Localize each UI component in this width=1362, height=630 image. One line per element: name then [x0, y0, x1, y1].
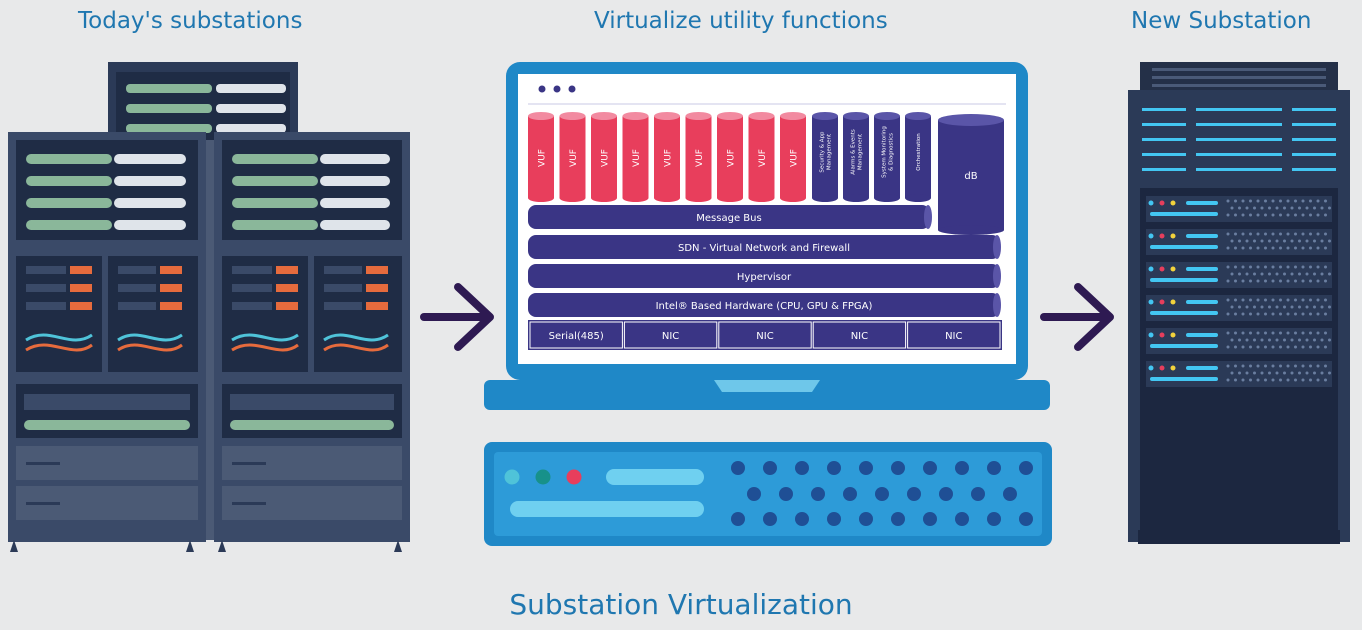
vuf-cylinder: VUF	[559, 112, 586, 202]
led-icon	[1148, 332, 1154, 338]
led-icon	[1159, 332, 1165, 338]
vuf-cylinder: VUF	[780, 112, 806, 202]
rack-unit	[1146, 361, 1332, 387]
led-icon	[1148, 266, 1154, 272]
vuf-label: VUF	[664, 149, 674, 167]
vuf-label: VUF	[538, 149, 548, 167]
header-new-substation: New Substation	[1131, 8, 1312, 34]
window-dot-icon	[538, 85, 546, 93]
rack-unit	[1146, 295, 1332, 321]
vuf-cylinder: VUF	[717, 112, 743, 202]
led-icon	[1148, 299, 1154, 305]
rack-unit	[1146, 229, 1332, 255]
port-label: NIC	[851, 331, 868, 342]
led-icon	[1159, 233, 1165, 239]
port-label: NIC	[662, 331, 679, 342]
layer-hardware: Intel® Based Hardware (CPU, GPU & FPGA)	[528, 293, 1001, 317]
hypervisor-label: Hypervisor	[737, 272, 792, 283]
vuf-cylinder: VUF	[685, 112, 712, 202]
port-cell: NIC	[718, 321, 812, 349]
led-icon	[1170, 233, 1176, 239]
led-icon	[1170, 365, 1176, 371]
hardware-label: Intel® Based Hardware (CPU, GPU & FPGA)	[656, 301, 873, 312]
status-light-icon	[566, 469, 582, 485]
port-label: NIC	[756, 331, 773, 342]
legacy-rack-group	[8, 62, 410, 552]
vuf-label: VUF	[790, 149, 800, 167]
led-icon	[1159, 200, 1165, 206]
port-row: Serial(485) NIC NIC NIC NIC	[528, 320, 1002, 350]
led-icon	[1148, 233, 1154, 239]
server-appliance	[484, 442, 1052, 546]
layer-sdn: SDN - Virtual Network and Firewall	[528, 235, 1001, 259]
vuf-label: VUF	[632, 149, 642, 167]
service-label: Alarms & EventsManagement	[851, 129, 864, 175]
port-cell: Serial(485)	[529, 321, 623, 349]
vuf-group: VUF VUF VUF VUF VUF VUF VUF VUF VUF	[528, 112, 806, 202]
led-icon	[1170, 200, 1176, 206]
led-icon	[1148, 365, 1154, 371]
vuf-label: VUF	[601, 149, 611, 167]
vuf-label: VUF	[569, 149, 579, 167]
led-icon	[1148, 200, 1154, 206]
vent-dots	[731, 461, 1033, 526]
legacy-rack-right	[214, 132, 410, 552]
service-cylinder: Orchestration	[905, 112, 931, 202]
window-dot-icon	[568, 85, 576, 93]
service-cylinder: Security & AppManagement	[812, 112, 838, 202]
vuf-cylinder: VUF	[591, 112, 617, 202]
service-cylinder: Alarms & EventsManagement	[843, 112, 869, 202]
led-icon	[1170, 266, 1176, 272]
status-light-icon	[535, 469, 551, 485]
port-label: Serial(485)	[549, 331, 604, 342]
port-cell: NIC	[623, 321, 718, 349]
port-cell: NIC	[812, 321, 907, 349]
led-icon	[1159, 299, 1165, 305]
header-today-substations: Today's substations	[78, 8, 303, 34]
service-label: System Monitoring& Diagnostics	[882, 126, 895, 178]
vuf-label: VUF	[695, 149, 705, 167]
new-substation-rack	[1128, 62, 1350, 544]
layer-message-bus: Message Bus	[528, 205, 932, 229]
message-bus-label: Message Bus	[696, 213, 761, 224]
window-dot-icon	[553, 85, 561, 93]
diagram-title: Substation Virtualization	[509, 588, 853, 621]
vuf-cylinder: VUF	[528, 112, 554, 202]
vuf-label: VUF	[727, 149, 737, 167]
service-cylinder: System Monitoring& Diagnostics	[874, 112, 900, 202]
vuf-cylinder: VUF	[622, 112, 649, 202]
sdn-label: SDN - Virtual Network and Firewall	[678, 243, 850, 254]
service-group: Security & AppManagement Alarms & EventsM…	[812, 112, 931, 202]
db-label: dB	[964, 171, 977, 182]
arrow-right-icon	[1040, 283, 1114, 351]
vent-lines	[1142, 108, 1336, 171]
led-icon	[1159, 266, 1165, 272]
layer-hypervisor: Hypervisor	[528, 264, 1001, 288]
port-cell: NIC	[907, 321, 1001, 349]
vuf-cylinder: VUF	[748, 112, 775, 202]
led-icon	[1159, 365, 1165, 371]
rack-unit	[1146, 262, 1332, 288]
rack-units	[1146, 196, 1332, 387]
status-light-icon	[504, 469, 520, 485]
service-label: Security & AppManagement	[820, 131, 833, 173]
rack-unit	[1146, 196, 1332, 222]
service-label: Orchestration	[916, 133, 922, 171]
header-virtualize-functions: Virtualize utility functions	[594, 8, 888, 34]
vuf-label: VUF	[758, 149, 768, 167]
port-label: NIC	[945, 331, 962, 342]
led-icon	[1170, 299, 1176, 305]
arrow-right-icon	[420, 283, 494, 351]
database-cylinder: dB	[938, 114, 1004, 235]
legacy-rack-left	[8, 132, 206, 552]
vuf-cylinder: VUF	[654, 112, 680, 202]
led-icon	[1170, 332, 1176, 338]
rack-unit	[1146, 328, 1332, 354]
